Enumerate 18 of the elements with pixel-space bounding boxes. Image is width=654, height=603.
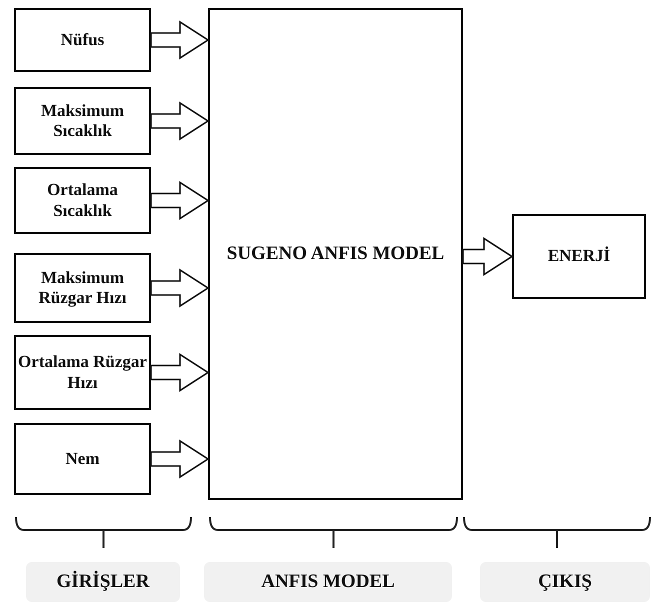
block-arrow <box>150 20 210 60</box>
input-box: Nem <box>14 423 151 495</box>
section-label: GİRİŞLER <box>26 562 180 602</box>
block-arrow <box>150 102 210 140</box>
block-arrow <box>150 181 210 220</box>
model-box: SUGENO ANFIS MODEL <box>208 8 463 500</box>
block-arrow <box>150 440 210 478</box>
section-label: ÇIKIŞ <box>480 562 650 602</box>
output-box: ENERJİ <box>512 214 646 299</box>
input-box: Nüfus <box>14 8 151 72</box>
input-box: Maksimum Sıcaklık <box>14 87 151 155</box>
section-label: ANFIS MODEL <box>204 562 452 602</box>
input-box: Ortalama Rüzgar Hızı <box>14 335 151 410</box>
block-arrow <box>150 353 210 392</box>
input-box: Ortalama Sıcaklık <box>14 167 151 234</box>
block-arrow <box>150 268 210 308</box>
block-arrow <box>462 237 514 276</box>
input-box: Maksimum Rüzgar Hızı <box>14 253 151 323</box>
